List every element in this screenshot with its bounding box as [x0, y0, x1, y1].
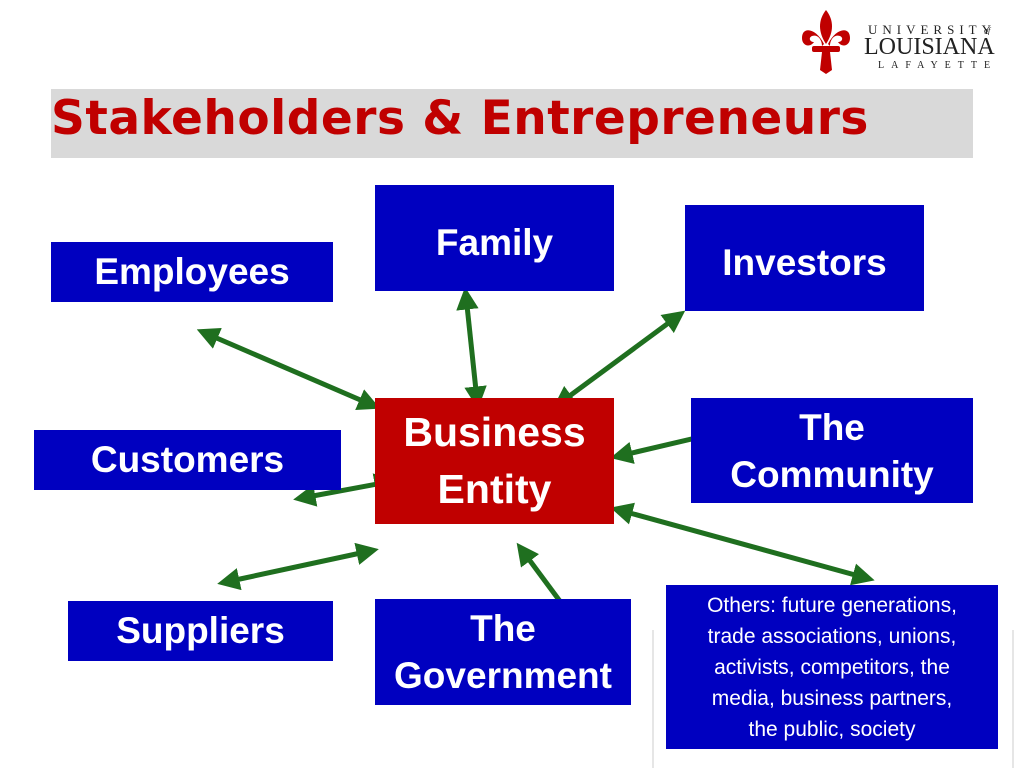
arrow-investors	[552, 310, 686, 409]
node-employees-label: Employees	[94, 250, 290, 292]
node-suppliers-label: Suppliers	[116, 609, 285, 651]
logo-of-text: of	[984, 26, 991, 35]
arrow-family	[456, 287, 487, 409]
page-title: Stakeholders & Entrepreneurs	[51, 91, 869, 146]
decorative-line	[1012, 630, 1014, 768]
node-suppliers: Suppliers	[68, 601, 333, 661]
university-logo: UNIVERSITY of LOUISIANA LAFAYETTE	[798, 8, 1003, 78]
logo-lafayette-text: LAFAYETTE	[878, 60, 998, 71]
business-entity-line2: Entity	[437, 466, 552, 512]
node-family: Family	[375, 185, 614, 291]
government-line2: Government	[394, 655, 612, 696]
others-line4: media, business partners,	[711, 686, 953, 710]
title-band: Stakeholders & Entrepreneurs	[51, 89, 973, 158]
arrow-others	[610, 502, 875, 586]
others-line3: activists, competitors, the	[714, 655, 950, 679]
node-community: The Community	[691, 398, 973, 503]
others-line2: trade associations, unions,	[707, 624, 957, 648]
decorative-line	[652, 630, 654, 768]
others-line5: the public, society	[748, 717, 916, 741]
logo-louisiana-text: LOUISIANA	[864, 34, 995, 60]
logo-university-text: UNIVERSITY	[868, 22, 996, 37]
node-government: The Government	[375, 599, 631, 705]
arrow-suppliers	[217, 542, 379, 591]
others-line1: Others: future generations,	[707, 593, 957, 617]
fleur-de-lis-icon	[802, 10, 850, 74]
arrow-employees	[196, 328, 381, 410]
business-entity-line1: Business	[403, 409, 586, 455]
node-customers: Customers	[34, 430, 341, 490]
node-investors-label: Investors	[722, 242, 887, 283]
government-line1: The	[470, 608, 536, 649]
node-family-label: Family	[435, 222, 554, 263]
node-customers-label: Customers	[90, 438, 285, 480]
node-employees: Employees	[51, 242, 333, 302]
arrow-customers	[293, 473, 397, 507]
node-business-entity: Business Entity	[375, 398, 614, 524]
node-others: Others: future generations, trade associ…	[666, 585, 998, 749]
community-line2: Community	[730, 453, 934, 495]
community-line1: The	[799, 406, 865, 448]
node-investors: Investors	[685, 205, 924, 311]
